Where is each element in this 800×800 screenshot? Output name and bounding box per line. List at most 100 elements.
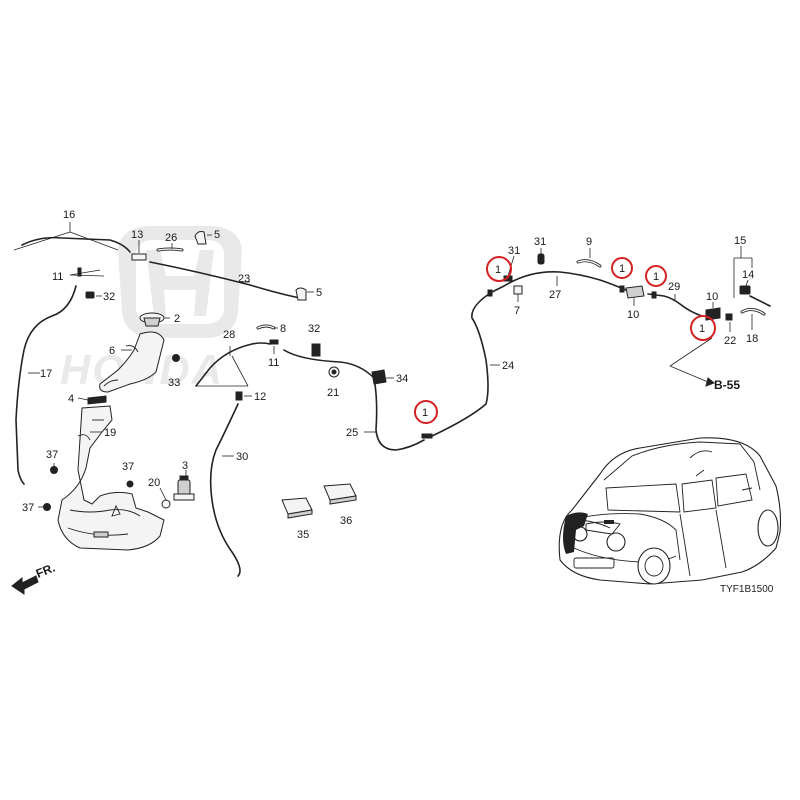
part-29-hose bbox=[647, 293, 703, 317]
part-28-hose bbox=[195, 342, 271, 387]
label-31-b: 31 bbox=[534, 236, 546, 248]
joint-highlight-b bbox=[487, 289, 493, 297]
part-35-pad bbox=[281, 497, 313, 519]
part-24-hose bbox=[431, 291, 493, 437]
label-5-upper: 5 bbox=[214, 229, 220, 241]
label-30: 30 bbox=[236, 451, 248, 463]
label-21: 21 bbox=[327, 387, 339, 399]
part-37-bolt-a bbox=[50, 466, 58, 474]
label-33: 33 bbox=[168, 377, 180, 389]
part-37-bolt-b bbox=[126, 480, 134, 488]
part-18-hose bbox=[740, 295, 771, 316]
label-17: 17 bbox=[40, 368, 52, 380]
label-2: 2 bbox=[174, 313, 180, 325]
part-20-grommet bbox=[161, 499, 171, 509]
label-20: 20 bbox=[148, 477, 160, 489]
label-7: 7 bbox=[514, 305, 520, 317]
label-32-left: 32 bbox=[103, 291, 115, 303]
part-37-bolt-c bbox=[43, 503, 51, 511]
highlight-rings bbox=[414, 256, 716, 424]
part-3-washer-pump bbox=[173, 470, 195, 501]
part-17-hose bbox=[15, 285, 77, 485]
part-5-clip-lower bbox=[295, 287, 307, 301]
vehicle-illustration bbox=[558, 437, 782, 585]
label-5-lower: 5 bbox=[316, 287, 322, 299]
label-18: 18 bbox=[746, 333, 758, 345]
part-13-clip bbox=[131, 253, 147, 261]
label-37-b: 37 bbox=[122, 461, 134, 473]
label-34: 34 bbox=[396, 373, 408, 385]
label-11-mid: 11 bbox=[268, 357, 279, 369]
label-10-left: 10 bbox=[627, 309, 639, 321]
label-8: 8 bbox=[280, 323, 286, 335]
label-6: 6 bbox=[109, 345, 115, 357]
label-37-a: 37 bbox=[46, 449, 58, 461]
part-36-pad bbox=[323, 483, 357, 505]
part-27-hose bbox=[491, 270, 627, 293]
label-27: 27 bbox=[549, 289, 561, 301]
highlight-ring-a bbox=[486, 256, 512, 282]
label-32-mid: 32 bbox=[308, 323, 320, 335]
label-24: 24 bbox=[502, 360, 514, 372]
label-11-left: 11 bbox=[52, 271, 63, 283]
highlight-ring-d bbox=[690, 315, 716, 341]
label-1-c: 1 bbox=[653, 271, 659, 283]
reference-label: B-55 bbox=[714, 378, 740, 392]
front-direction-arrow: FR. bbox=[11, 561, 57, 595]
label-23: 23 bbox=[238, 273, 250, 285]
label-16: 16 bbox=[63, 209, 75, 221]
label-15: 15 bbox=[734, 235, 746, 247]
front-indicator-label: FR. bbox=[34, 561, 57, 581]
label-35: 35 bbox=[297, 529, 309, 541]
part-5-clip-upper bbox=[194, 231, 207, 245]
label-14: 14 bbox=[742, 269, 754, 281]
label-36: 36 bbox=[340, 515, 352, 527]
part-25-hose bbox=[283, 349, 425, 451]
part-22-clip bbox=[725, 313, 733, 321]
label-1-a: 1 bbox=[495, 264, 501, 276]
label-10-right: 10 bbox=[706, 291, 718, 303]
highlight-ring-b bbox=[611, 257, 633, 279]
label-25: 25 bbox=[346, 427, 358, 439]
washer-nozzle-highlight bbox=[604, 520, 614, 524]
label-22: 22 bbox=[724, 335, 736, 347]
joint-highlight-d bbox=[651, 291, 657, 299]
part-21-clip bbox=[328, 366, 340, 378]
part-34-clip bbox=[371, 369, 387, 385]
part-30-hose bbox=[209, 403, 241, 577]
label-19: 19 bbox=[104, 427, 116, 439]
label-12: 12 bbox=[254, 391, 266, 403]
label-4: 4 bbox=[68, 393, 74, 405]
joint-highlight-c bbox=[619, 285, 625, 293]
label-28: 28 bbox=[223, 329, 235, 341]
label-1-d: 1 bbox=[699, 323, 705, 335]
part-12-joint bbox=[235, 391, 243, 401]
label-9: 9 bbox=[586, 236, 592, 248]
label-13: 13 bbox=[131, 229, 143, 241]
highlight-ring-e bbox=[414, 400, 438, 424]
highlight-ring-c bbox=[645, 265, 667, 287]
label-26: 26 bbox=[165, 232, 177, 244]
part-6-filler-neck bbox=[99, 331, 165, 393]
part-33-clip bbox=[172, 354, 180, 362]
part-32-clip bbox=[85, 291, 95, 299]
label-37-c: 37 bbox=[22, 502, 34, 514]
label-29: 29 bbox=[668, 281, 680, 293]
part-labels: 1 1 1 1 1 2 3 4 5 5 6 7 8 9 10 10 11 11 … bbox=[22, 209, 774, 595]
part-14-valve bbox=[739, 285, 751, 295]
part-23-hose bbox=[149, 261, 301, 299]
part-11-joint-mid bbox=[269, 339, 279, 345]
label-31-a: 31 bbox=[508, 245, 520, 257]
label-1-e: 1 bbox=[422, 407, 428, 419]
washer-location-highlight bbox=[563, 512, 588, 554]
part-11-joint bbox=[77, 267, 82, 277]
label-1-b: 1 bbox=[619, 263, 625, 275]
part-16-hose bbox=[21, 236, 131, 253]
part-31-check-valve bbox=[537, 253, 545, 265]
diagram-code: TYF1B1500 bbox=[720, 584, 774, 595]
part-4-band bbox=[87, 395, 107, 405]
part-32-clip-mid bbox=[311, 343, 321, 357]
part-19-reservoir-tank bbox=[57, 405, 165, 551]
part-10-nozzle-left bbox=[625, 285, 645, 299]
